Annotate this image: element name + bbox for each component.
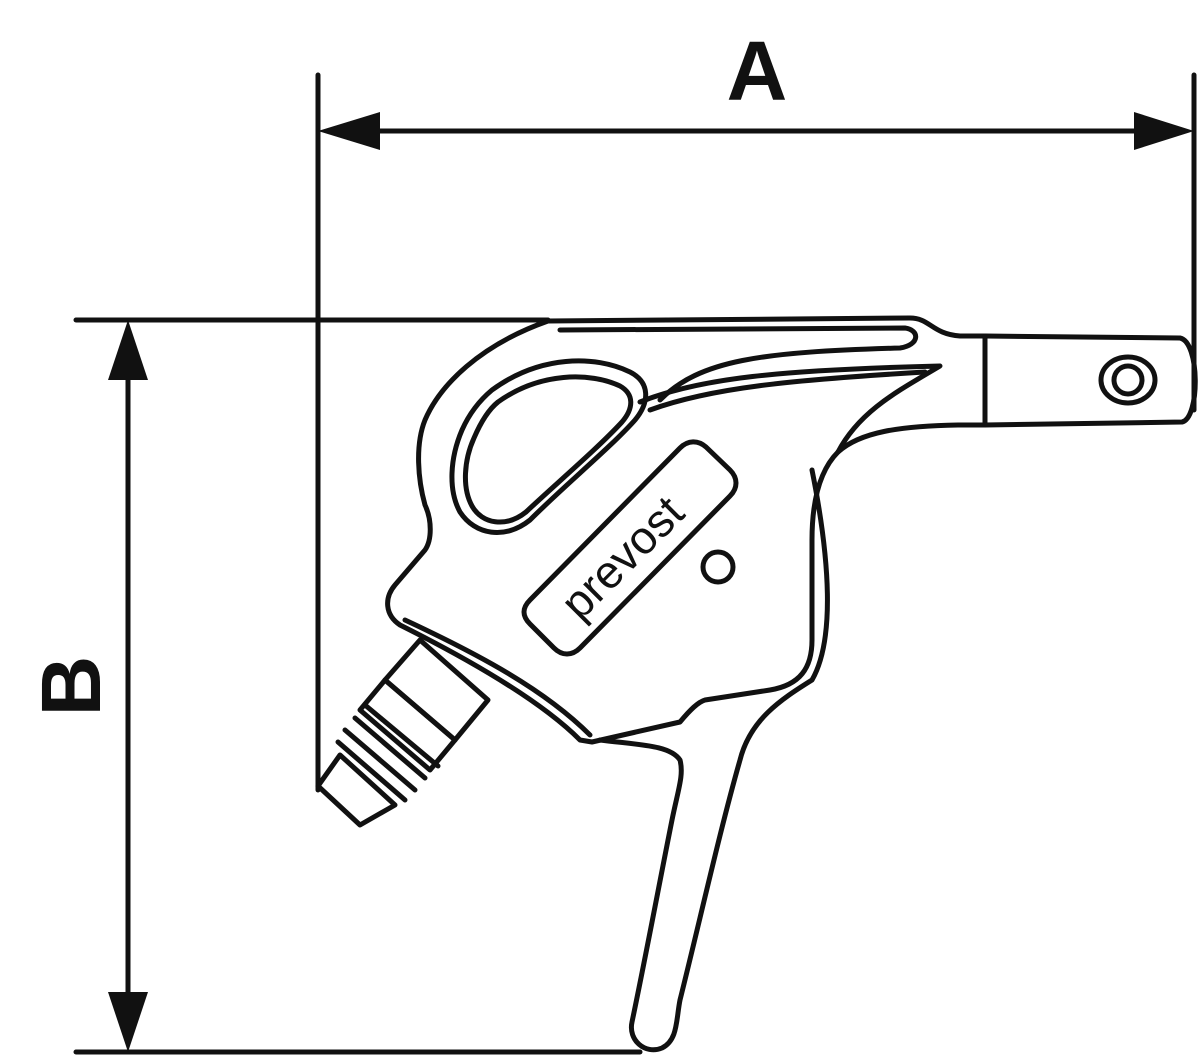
- nozzle-hole: [1111, 363, 1145, 397]
- arrowhead-a-right: [1134, 112, 1194, 150]
- brand-plate: prevost: [521, 439, 739, 657]
- neck-sweep-inner: [647, 369, 928, 413]
- gun-body-outline: [385, 315, 988, 745]
- blow-gun: prevost: [315, 315, 1198, 1053]
- body-lower-edge: [402, 617, 593, 738]
- neck-contour: [557, 325, 919, 403]
- neck-sweep: [637, 363, 943, 455]
- dimension-a-label: A: [727, 24, 788, 118]
- nozzle: [982, 333, 1198, 428]
- dimension-b: [73, 317, 643, 1055]
- arrowhead-b-bottom: [108, 992, 148, 1052]
- arrowhead-a-left: [318, 112, 380, 150]
- handle-opening-inner: [462, 374, 634, 525]
- trigger-lever: [597, 467, 830, 1053]
- arrowhead-b-top: [108, 320, 148, 380]
- dimension-b-label: B: [24, 656, 118, 717]
- air-inlet-fitting: [315, 637, 491, 828]
- screw-icon: [700, 549, 736, 585]
- dimension-a: [315, 72, 1197, 793]
- handle-opening: [449, 358, 649, 535]
